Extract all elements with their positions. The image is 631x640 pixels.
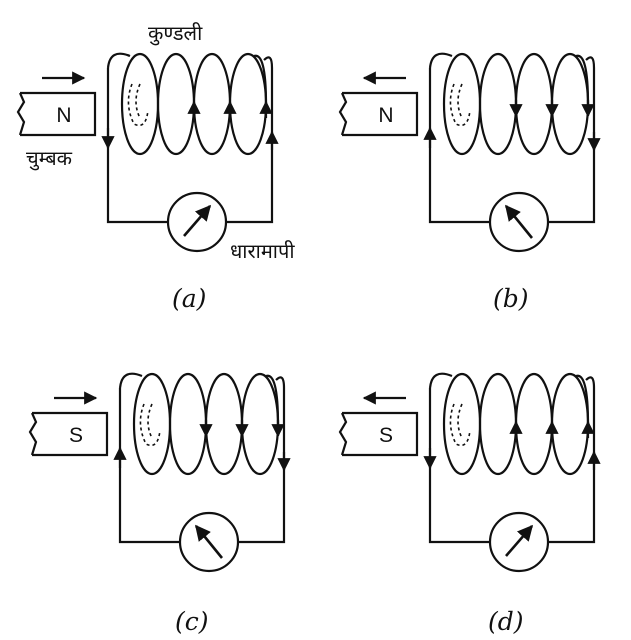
wire-left xyxy=(428,388,490,544)
panel-a: N xyxy=(16,52,279,253)
field-line xyxy=(457,403,463,439)
coil-label: कुण्डली xyxy=(148,21,203,46)
field-line xyxy=(449,83,471,127)
wire-left xyxy=(428,68,490,224)
coil-lead-left xyxy=(428,372,453,389)
coil-lead-left xyxy=(118,372,143,389)
magnet xyxy=(338,91,419,137)
[object Object] xyxy=(183,204,212,237)
coil-loop xyxy=(442,372,482,476)
coil-loop xyxy=(478,372,518,476)
coil-loop xyxy=(240,372,280,476)
field-line xyxy=(135,83,141,119)
[object Object] xyxy=(194,524,224,559)
coil-loop xyxy=(550,52,590,156)
field-line xyxy=(449,403,471,447)
field-line xyxy=(139,403,161,447)
caption-b: (b) xyxy=(493,284,529,313)
wire-right xyxy=(548,68,596,224)
coil-loop xyxy=(168,372,208,476)
coil-lead-right xyxy=(265,374,280,425)
coil-end xyxy=(585,376,596,389)
wire-right xyxy=(226,68,274,224)
coil-loop xyxy=(120,52,160,156)
caption-d: (d) xyxy=(488,607,524,636)
magnet xyxy=(16,91,97,137)
panel-b: N xyxy=(338,52,601,253)
coil-loop xyxy=(192,52,232,156)
magnet-pole-label: N xyxy=(378,104,393,127)
magnet xyxy=(338,411,419,457)
coil-loop xyxy=(204,372,244,476)
panel-d: S xyxy=(338,372,601,573)
coil-end xyxy=(585,56,596,69)
coil-loop xyxy=(514,372,554,476)
magnet-pole-label: N xyxy=(56,104,71,127)
panel-c: S xyxy=(28,372,291,573)
coil-lead-left xyxy=(106,52,131,69)
field-line xyxy=(147,403,153,439)
magnet-pole-label: S xyxy=(379,424,393,447)
caption-c: (c) xyxy=(175,607,209,636)
[object Object] xyxy=(505,524,534,557)
field-line xyxy=(457,83,463,119)
coil-loop xyxy=(156,52,196,156)
wire-left xyxy=(106,68,168,224)
coil-loop xyxy=(228,52,268,156)
wire-left xyxy=(118,388,180,544)
coil-loop xyxy=(478,52,518,156)
coil-loop xyxy=(442,52,482,156)
coil-loop xyxy=(550,372,590,476)
caption-a: (a) xyxy=(172,284,206,313)
magnet-label: चुम्बक xyxy=(26,146,73,171)
coil-lead-right xyxy=(253,54,268,105)
[object Object] xyxy=(504,204,534,239)
wire-right xyxy=(238,388,286,544)
wire-right xyxy=(548,388,596,544)
field-line xyxy=(127,83,149,127)
coil-end xyxy=(263,56,274,69)
coil-end xyxy=(275,376,286,389)
coil-loop xyxy=(514,52,554,156)
coil-loop xyxy=(132,372,172,476)
magnet-pole-label: S xyxy=(69,424,83,447)
magnet xyxy=(28,411,109,457)
coil-lead-right xyxy=(575,54,590,105)
coil-lead-right xyxy=(575,374,590,425)
galvanometer-label: धारामापी xyxy=(230,239,295,263)
coil-lead-left xyxy=(428,52,453,69)
